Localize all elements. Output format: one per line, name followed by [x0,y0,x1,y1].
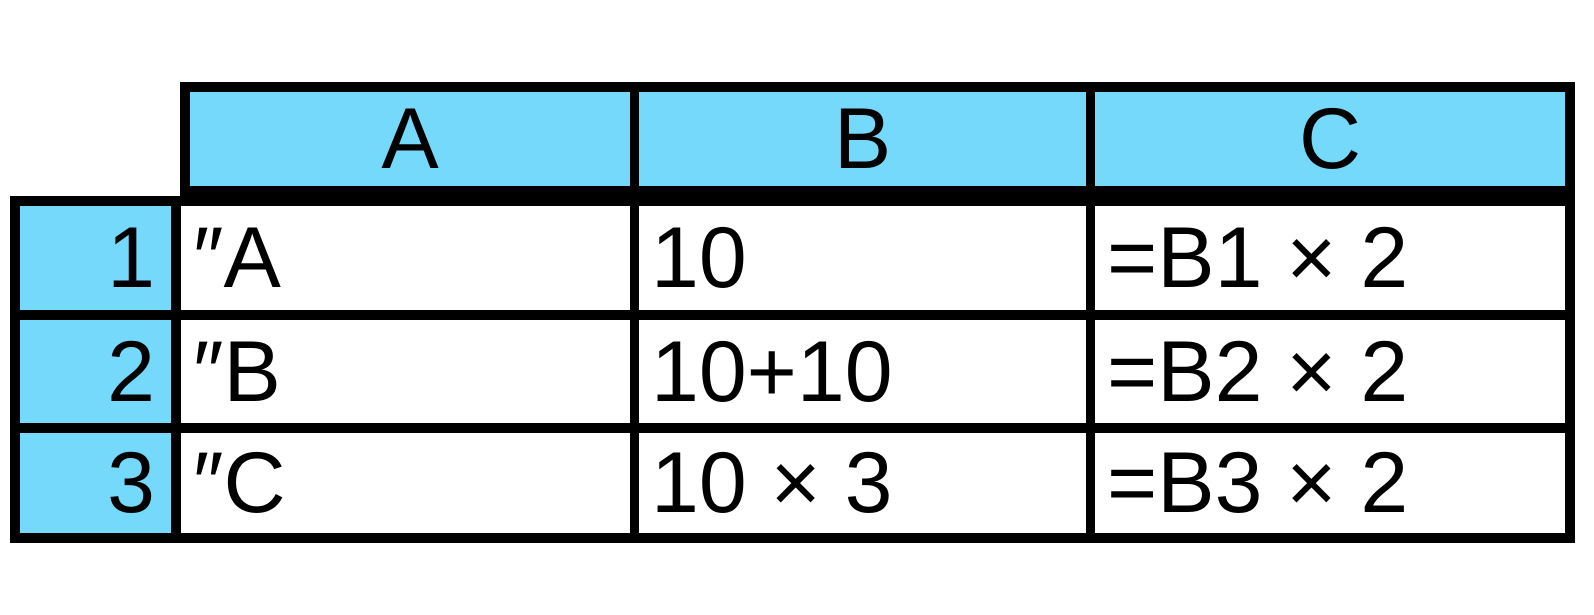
row-header-1[interactable]: 1 [20,206,171,310]
body-divider-a-b [630,196,639,543]
column-header-c[interactable]: C [1095,92,1565,186]
cell-a1[interactable]: ″A [181,206,630,310]
column-header-b[interactable]: B [639,92,1086,186]
body-left-rule [10,196,20,543]
body-divider-row-2-3 [10,423,1575,433]
cell-a3[interactable]: ″C [181,433,630,533]
cell-b3[interactable]: 10 × 3 [639,433,1086,533]
header-divider-a-b [630,82,639,196]
header-divider-b-c [1086,82,1095,196]
cell-a2[interactable]: ″B [181,320,630,423]
cell-b2[interactable]: 10+10 [639,320,1086,423]
body-divider-row-1-2 [10,310,1575,320]
row-header-3[interactable]: 3 [20,433,171,533]
cell-c1[interactable]: =B1 × 2 [1095,206,1565,310]
cell-c3[interactable]: =B3 × 2 [1095,433,1565,533]
header-band-bottom-rule [180,186,1575,196]
header-band-top-rule [180,82,1575,92]
cell-c2[interactable]: =B2 × 2 [1095,320,1565,423]
row-header-2[interactable]: 2 [20,320,171,423]
body-bottom-rule [10,533,1575,543]
body-top-rule [10,196,1575,206]
corner-blank-cell [0,0,180,196]
cell-b1[interactable]: 10 [639,206,1086,310]
header-band-right-rule [1565,82,1575,196]
body-divider-b-c [1086,196,1095,543]
body-right-rule [1565,196,1575,543]
rowheader-column-divider [171,196,181,543]
column-header-a[interactable]: A [190,92,630,186]
header-band-left-rule [180,82,190,196]
